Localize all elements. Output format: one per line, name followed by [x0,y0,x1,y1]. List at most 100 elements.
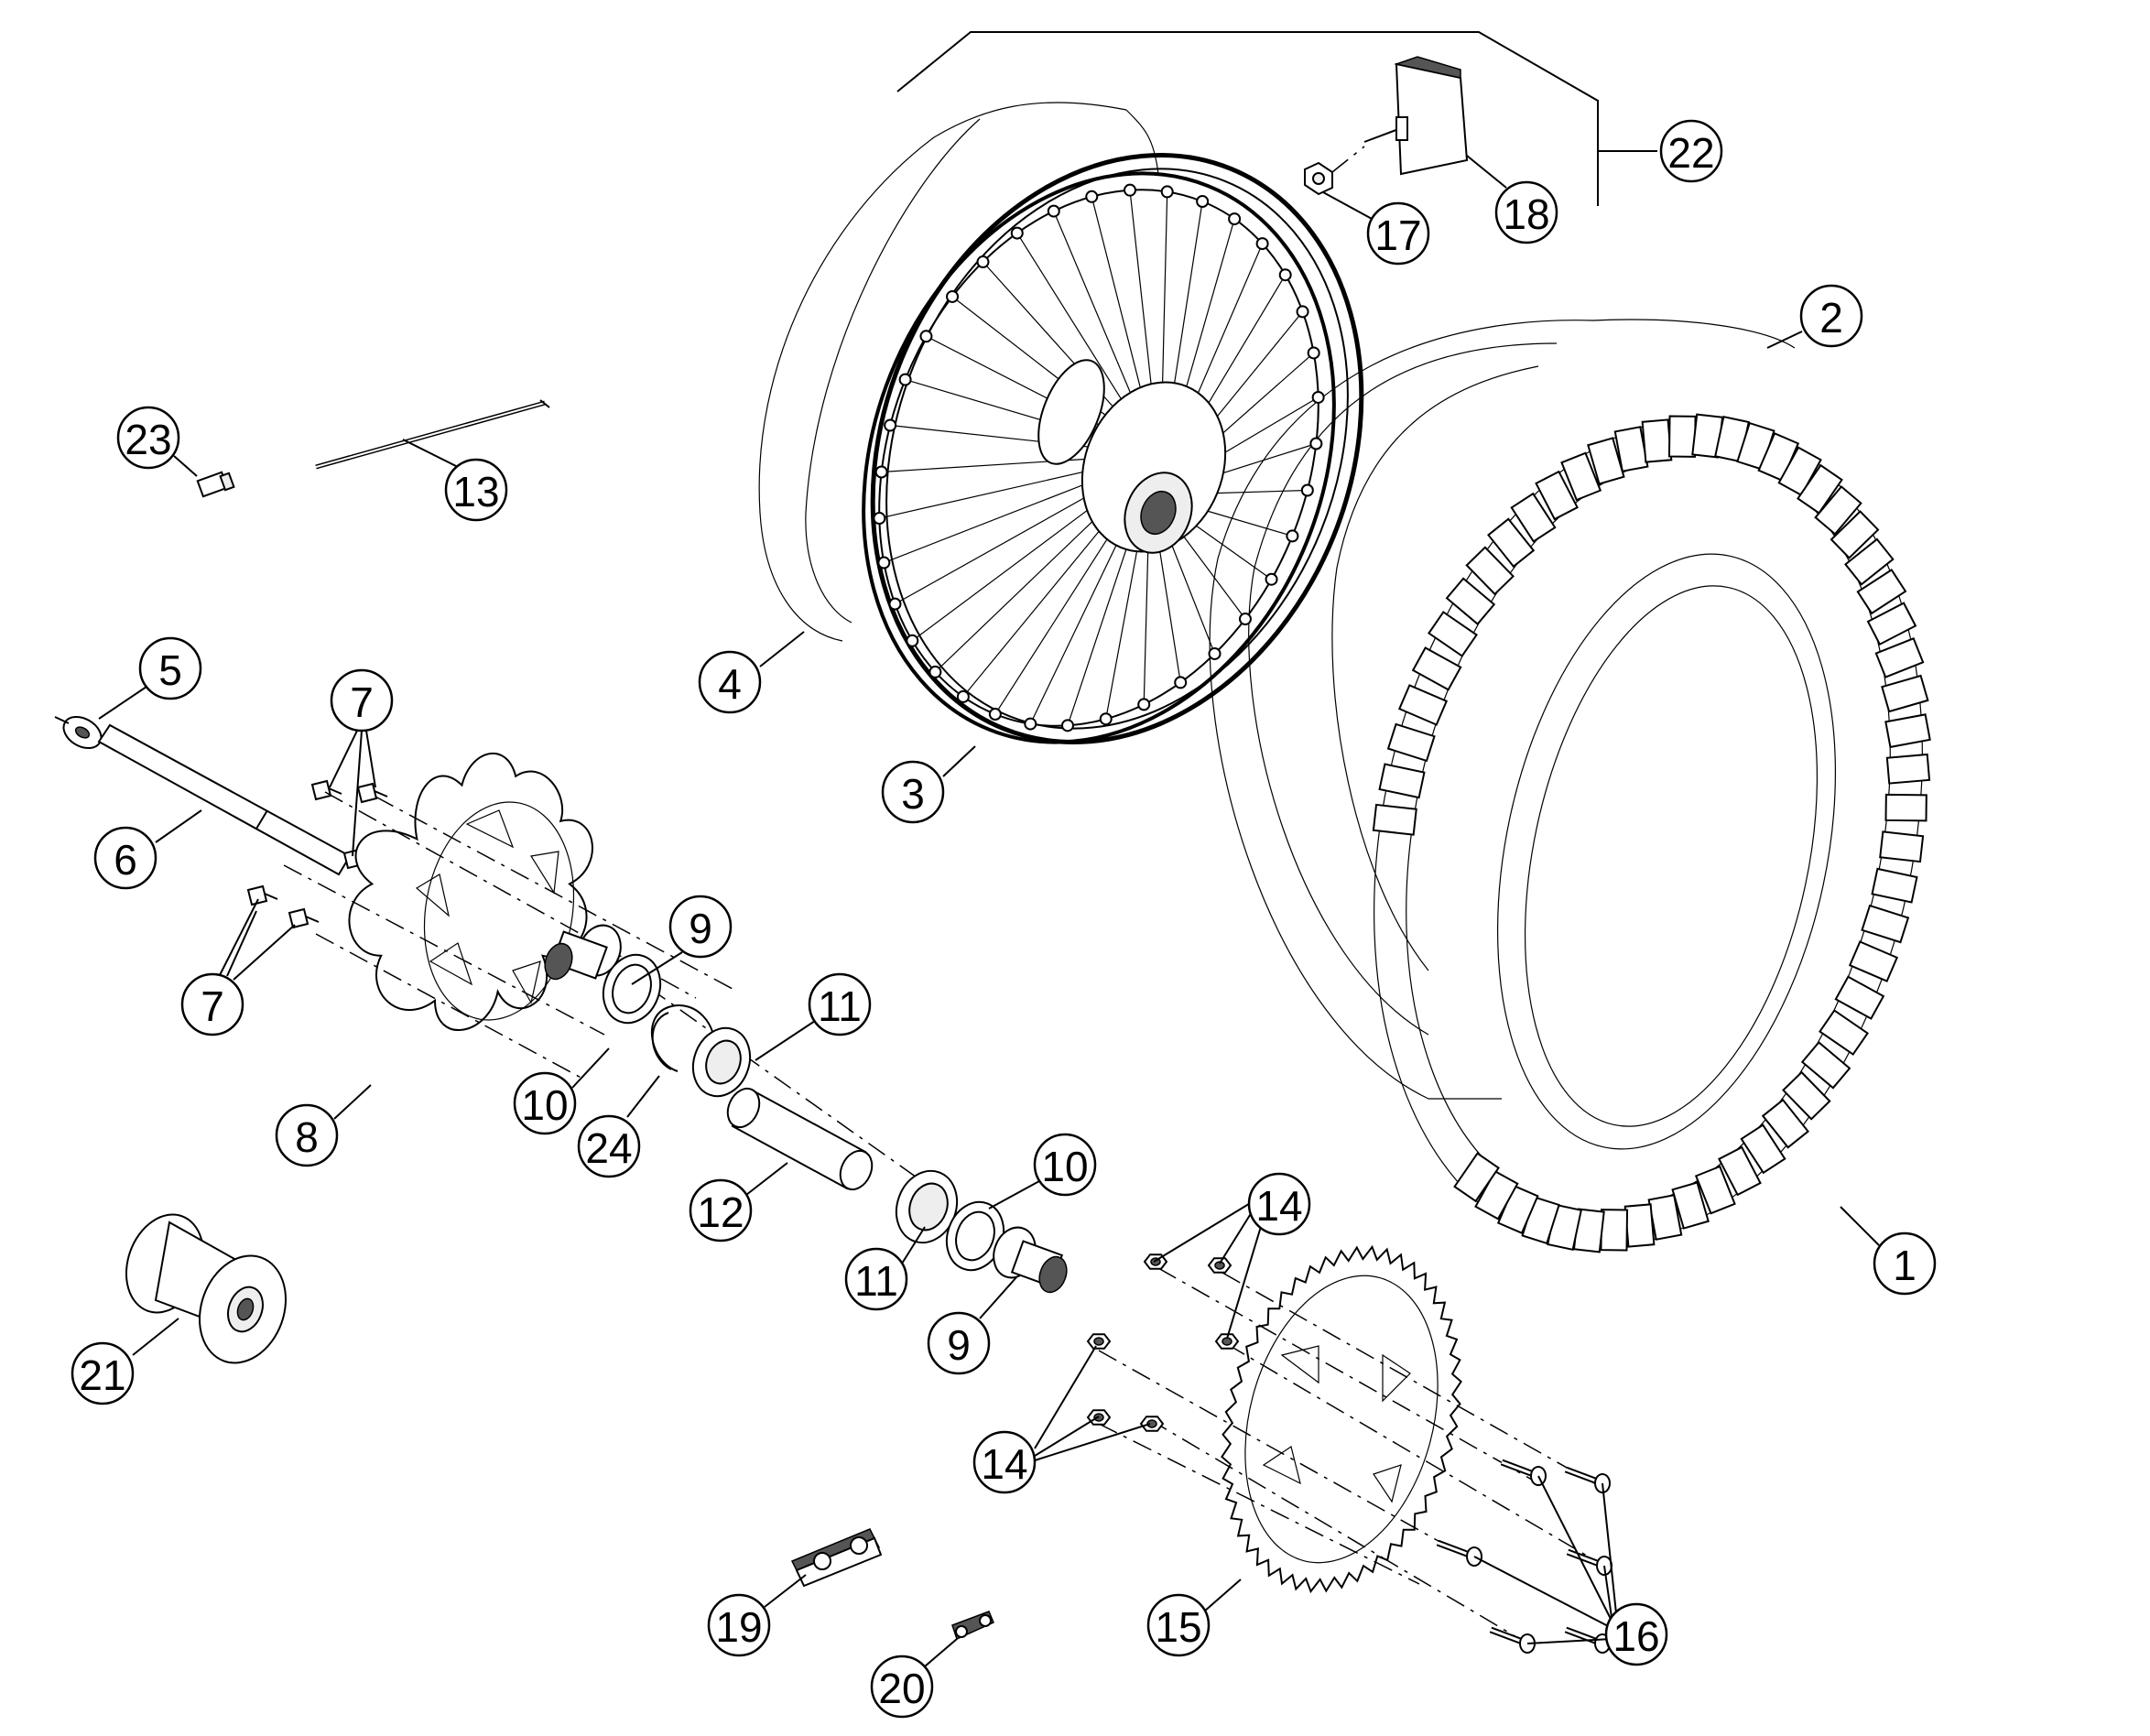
callout-number: 23 [125,416,171,463]
tread-block [1455,1154,1499,1201]
spoke-line [882,458,1105,472]
tread-block [1388,724,1434,761]
rim-nipple [1048,206,1059,217]
rim-nipple [1240,613,1251,624]
leader-line [219,898,259,976]
leader-line [979,1276,1017,1319]
leader-line [759,631,805,667]
hub-spacer-tube [722,1083,878,1194]
callout-number: 22 [1667,129,1714,177]
callout-4: 4 [698,631,805,714]
leader-line [333,1084,372,1120]
sprocket-bolts [1438,1462,1612,1653]
callout-circle [138,636,202,700]
spoke-line [935,504,1111,672]
nut-hole [1215,1262,1224,1269]
callout-number: 13 [452,468,499,515]
tread-block [1885,714,1929,747]
tread-block [1536,472,1578,519]
spacer-left [540,919,627,982]
leader-line [132,1318,179,1356]
spoke-line [995,517,1122,714]
tread-block [1447,579,1494,624]
tread-block [1601,1210,1627,1250]
callout-8: 8 [275,1084,372,1167]
rim-nipple [878,558,889,569]
nut-hole [1094,1338,1103,1345]
tread-block [1783,1072,1830,1119]
tread-block [1625,1204,1655,1246]
leader-line [1537,1475,1612,1622]
callout-15: 15 [1146,1579,1242,1657]
rim-nipple [1287,530,1298,541]
tread-block [1850,941,1896,981]
callout-7: 7 [329,668,394,857]
callout-number: 16 [1612,1612,1659,1660]
tread-block [1643,419,1672,461]
callout-circle [1873,1231,1937,1296]
centerline [1226,1343,1608,1568]
callout-1: 1 [1840,1206,1937,1296]
centerline [1148,1418,1528,1644]
seal-right [938,1194,1013,1278]
spacer-right [987,1221,1071,1296]
rim-nipple [885,420,896,431]
tread-block [1399,685,1446,724]
tread-block [1802,1042,1850,1088]
tire-treads [1374,415,1930,1253]
rim-nipple [1101,713,1112,724]
callout-circle [1033,1133,1097,1197]
rim-nipple [1162,186,1173,197]
callout-circle [927,1311,991,1375]
tread-block [1862,906,1908,942]
tread-block [1779,448,1821,495]
callout-23: 23 [116,406,198,477]
bolt [358,784,376,802]
tread-block [1887,754,1929,784]
leader-line [1840,1206,1880,1246]
tread-block [1467,548,1514,594]
bolt-shank [329,788,342,794]
tread-block [1819,1011,1867,1055]
leader-line [1322,191,1374,221]
tread-block [1873,869,1917,903]
rim-nipple [907,635,918,646]
rim-nipple [876,467,887,478]
callout-circle [707,1593,771,1657]
leader-line [1473,1556,1612,1629]
callout-circle [1494,180,1558,244]
callout-number: 9 [947,1321,971,1369]
callout-circle [513,1071,577,1135]
leader-line [988,1180,1040,1210]
centerline [315,933,587,1081]
leader-line [155,809,202,843]
rim-nipple [874,513,885,524]
callout-number: 21 [79,1351,125,1399]
spoke-line [895,486,1104,603]
seal-left [594,947,669,1031]
callout-17: 17 [1322,191,1430,266]
callout-number: 11 [854,1257,898,1305]
tire [1301,366,1996,1300]
callout-number: 20 [878,1665,925,1712]
callout-14: 14 [972,1345,1151,1494]
leader-line [402,439,459,468]
tread-block [1763,1100,1808,1147]
spoke-line [884,477,1103,563]
centerline [1157,1267,1539,1484]
callout-number: 18 [1503,190,1549,238]
callout-10: 10 [513,1047,610,1135]
rim-nipple [1298,306,1308,317]
leader-line [1153,1199,1257,1263]
leader-line [745,1162,788,1196]
callout-circle [1659,119,1723,183]
callout-circle [844,1247,908,1311]
callout-3: 3 [881,745,976,824]
callout-number: 1 [1893,1242,1917,1289]
leader-line [1034,1345,1097,1449]
rim-nipple [929,667,940,678]
tread-block [1475,1171,1517,1219]
callout-circle [972,1430,1037,1494]
tread-block [1673,1182,1709,1228]
leader-line [1766,331,1803,349]
